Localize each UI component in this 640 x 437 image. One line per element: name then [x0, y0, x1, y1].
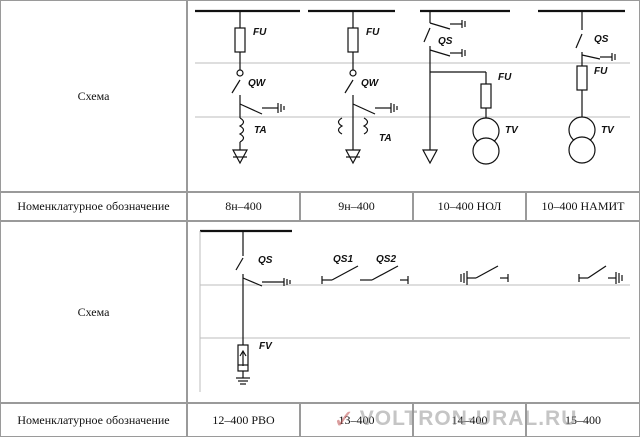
scheme-13-400 — [321, 265, 409, 284]
row2-guides — [200, 284, 630, 339]
label-fv-5: FV — [259, 341, 273, 352]
row1-scheme-label: Схема — [0, 0, 187, 192]
label-tv-3: TV — [505, 125, 519, 136]
label-fu-2: FU — [366, 27, 380, 38]
scheme-10-400-nol — [420, 9, 510, 165]
symbol-labels: FU QW TA FU QW TA QS FU TV QS FU TV QS F… — [248, 27, 615, 352]
label-ta-1: TA — [254, 125, 267, 136]
label-tv-4: TV — [601, 125, 615, 136]
label-qs1-6: QS1 — [333, 254, 353, 265]
scheme-15-400 — [578, 265, 623, 284]
label-ta-2: TA — [379, 133, 392, 144]
label-qs-5: QS — [258, 255, 273, 266]
row2-scheme-label: Схема — [0, 221, 187, 403]
label-qw-2: QW — [361, 78, 380, 89]
row1-code-1: 8н–400 — [187, 192, 300, 221]
scheme-9n-400 — [308, 9, 398, 165]
label-qs2-6: QS2 — [376, 254, 396, 265]
row2-code-4: 15–400 — [526, 403, 640, 437]
label-fu-3: FU — [498, 72, 512, 83]
watermark-v-icon: ✓ — [333, 403, 356, 434]
scheme-10-400-namit — [538, 9, 625, 164]
label-fu-4: FU — [594, 66, 608, 77]
label-qw-1: QW — [248, 78, 267, 89]
row1-scheme-area — [187, 0, 640, 192]
row1-code-2: 9н–400 — [300, 192, 413, 221]
label-qs-3: QS — [438, 36, 453, 47]
row2-scheme-area — [187, 221, 640, 403]
row2-code-2: 13–400 — [300, 403, 413, 437]
label-qs-4: QS — [594, 34, 609, 45]
row1-code-3: 10–400 НОЛ — [413, 192, 526, 221]
watermark: ✓VOLTRON-URAL.RU — [333, 403, 578, 434]
scheme-12-400-rvo — [199, 229, 292, 392]
row1-guides — [195, 62, 630, 118]
row2-nomenclature-label: Номенклатурное обозначение — [0, 403, 187, 437]
row1-nomenclature-label: Номенклатурное обозначение — [0, 192, 187, 221]
scheme-14-400 — [460, 265, 509, 285]
label-fu-1: FU — [253, 27, 267, 38]
scheme-8n-400 — [195, 9, 300, 165]
